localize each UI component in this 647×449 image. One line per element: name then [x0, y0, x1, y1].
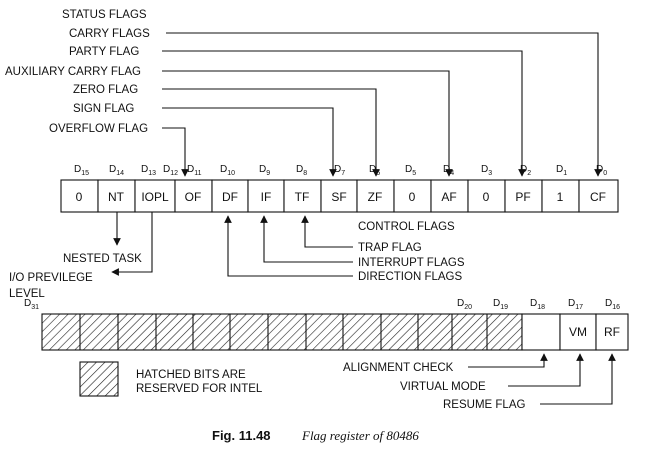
carry-flag-label: CARRY FLAGS [69, 28, 150, 40]
control-flags-heading: CONTROL FLAGS [358, 221, 455, 233]
cell-if-box [247, 179, 285, 213]
cell-sf: SF [331, 190, 346, 204]
cell-cf-box [578, 179, 619, 213]
cell-af: AF [441, 190, 456, 204]
carry-flag-line [166, 32, 602, 177]
cell-df: DF [222, 190, 238, 204]
direction-flag-line [224, 215, 353, 277]
bottom-register: VM RF D31 D20 D19 D18 D17 D16 [24, 298, 629, 351]
direction-flag-label: DIRECTION FLAGS [358, 271, 462, 283]
bit-label-d14: D14 [109, 164, 124, 177]
bit-label-d7: D7 [334, 164, 345, 177]
alignment-check-label: ALIGNMENT CHECK [343, 362, 454, 374]
bit-label-d15: D15 [74, 164, 89, 177]
cell-d5-box [393, 179, 432, 213]
cell-rf-box [595, 313, 629, 351]
cell-vm-box [559, 313, 597, 351]
cell-zf-box [356, 179, 395, 213]
bit-label-d3: D3 [481, 164, 492, 177]
aux-carry-flag-line [162, 70, 453, 177]
sign-flag-line [162, 107, 337, 177]
iopl-line [111, 212, 153, 276]
iopl-label-line2: LEVEL [9, 288, 45, 300]
caption-text: Flag register of 80486 [301, 428, 419, 443]
bit-label-d18: D18 [530, 298, 545, 311]
bit-label-d20: D20 [457, 298, 472, 311]
control-flags: CONTROL FLAGS TRAP FLAG INTERRUPT FLAGS … [224, 215, 465, 283]
status-flags-heading: STATUS FLAGS [62, 9, 147, 21]
hatched-dividers [79, 314, 488, 350]
cell-sf-box [320, 179, 358, 213]
cell-of: OF [185, 190, 202, 204]
cell-d15: 0 [76, 190, 83, 204]
interrupt-flag-label: INTERRUPT FLAGS [358, 257, 465, 269]
cell-pf: PF [515, 190, 530, 204]
system-flags: NESTED TASK I/O PREVILEGE LEVEL [9, 212, 153, 300]
parity-flag-line [162, 50, 526, 177]
bottom-flags: ALIGNMENT CHECK VIRTUAL MODE RESUME FLAG [343, 353, 616, 411]
cell-d3: 0 [483, 190, 490, 204]
bit-label-d8: D8 [296, 164, 307, 177]
cell-iopl-box [134, 179, 176, 213]
overflow-flag-label: OVERFLOW FLAG [49, 123, 148, 135]
legend-hatch-swatch [79, 361, 119, 397]
cell-d15-box [60, 179, 99, 213]
bit-label-d19: D19 [493, 298, 508, 311]
nested-task-label: NESTED TASK [63, 253, 142, 265]
cell-d1-box [541, 179, 580, 213]
bit-label-d9: D9 [259, 164, 270, 177]
bit-label-d31: D31 [24, 298, 39, 311]
cell-d3-box [467, 179, 506, 213]
cell-zf: ZF [368, 190, 383, 204]
status-flags: STATUS FLAGS CARRY FLAGS PARTY FLAG AUXI… [5, 9, 602, 177]
cell-nt-box [97, 179, 136, 213]
bit-label-d13: D13 [141, 164, 156, 177]
trap-flag-label: TRAP FLAG [358, 242, 422, 254]
top-register: 0 NT IOPL OF DF IF TF SF ZF 0 AF 0 PF 1 … [60, 179, 619, 213]
cell-d5: 0 [409, 190, 416, 204]
sign-flag-label: SIGN FLAG [73, 103, 134, 115]
cell-if: IF [261, 190, 272, 204]
caption-number: Fig. 11.48 [212, 428, 271, 443]
legend: HATCHED BITS ARE RESERVED FOR INTEL [79, 361, 263, 397]
parity-flag-label: PARTY FLAG [69, 46, 139, 58]
cell-iopl: IOPL [141, 190, 169, 204]
legend-text-line1: HATCHED BITS ARE [136, 369, 246, 381]
resume-flag-line [540, 353, 616, 405]
zero-flag-line [162, 88, 380, 177]
cell-cf: CF [590, 190, 606, 204]
iopl-label-line1: I/O PREVILEGE [9, 272, 93, 284]
cell-rf: RF [604, 325, 620, 339]
bit-label-d10: D10 [220, 164, 235, 177]
overflow-flag-line [162, 127, 189, 177]
virtual-mode-line [508, 353, 584, 387]
cell-d18-box [521, 313, 561, 351]
bit-label-d16: D16 [605, 298, 620, 311]
cell-vm: VM [569, 325, 587, 339]
bit-label-d5: D5 [405, 164, 416, 177]
cell-nt: NT [108, 190, 125, 204]
cell-pf-box [504, 179, 543, 213]
bit-label-d1: D1 [556, 164, 567, 177]
aux-carry-flag-label: AUXILIARY CARRY FLAG [5, 66, 141, 78]
cell-tf-box [283, 179, 322, 213]
resume-flag-label: RESUME FLAG [443, 399, 525, 411]
legend-text-line2: RESERVED FOR INTEL [136, 383, 263, 395]
hatched-reserved-bits [41, 313, 523, 351]
interrupt-flag-line [260, 215, 353, 263]
cell-df-box [211, 179, 249, 213]
alignment-check-line [468, 353, 548, 368]
bit-label-d11: D11 [187, 164, 202, 177]
figure-caption: Fig. 11.48 Flag register of 80486 [212, 428, 419, 443]
cell-d1: 1 [557, 190, 564, 204]
trap-flag-line [301, 215, 353, 248]
zero-flag-label: ZERO FLAG [73, 84, 138, 96]
bit-label-d12: D12 [163, 164, 178, 177]
cell-tf: TF [295, 190, 310, 204]
top-bit-labels: D15 D14 D13 D12 D11 D10 D9 D8 D7 D6 D5 D… [74, 164, 607, 177]
virtual-mode-label: VIRTUAL MODE [400, 381, 486, 393]
bit-label-d17: D17 [568, 298, 583, 311]
bit-label-d6: D6 [369, 164, 380, 177]
